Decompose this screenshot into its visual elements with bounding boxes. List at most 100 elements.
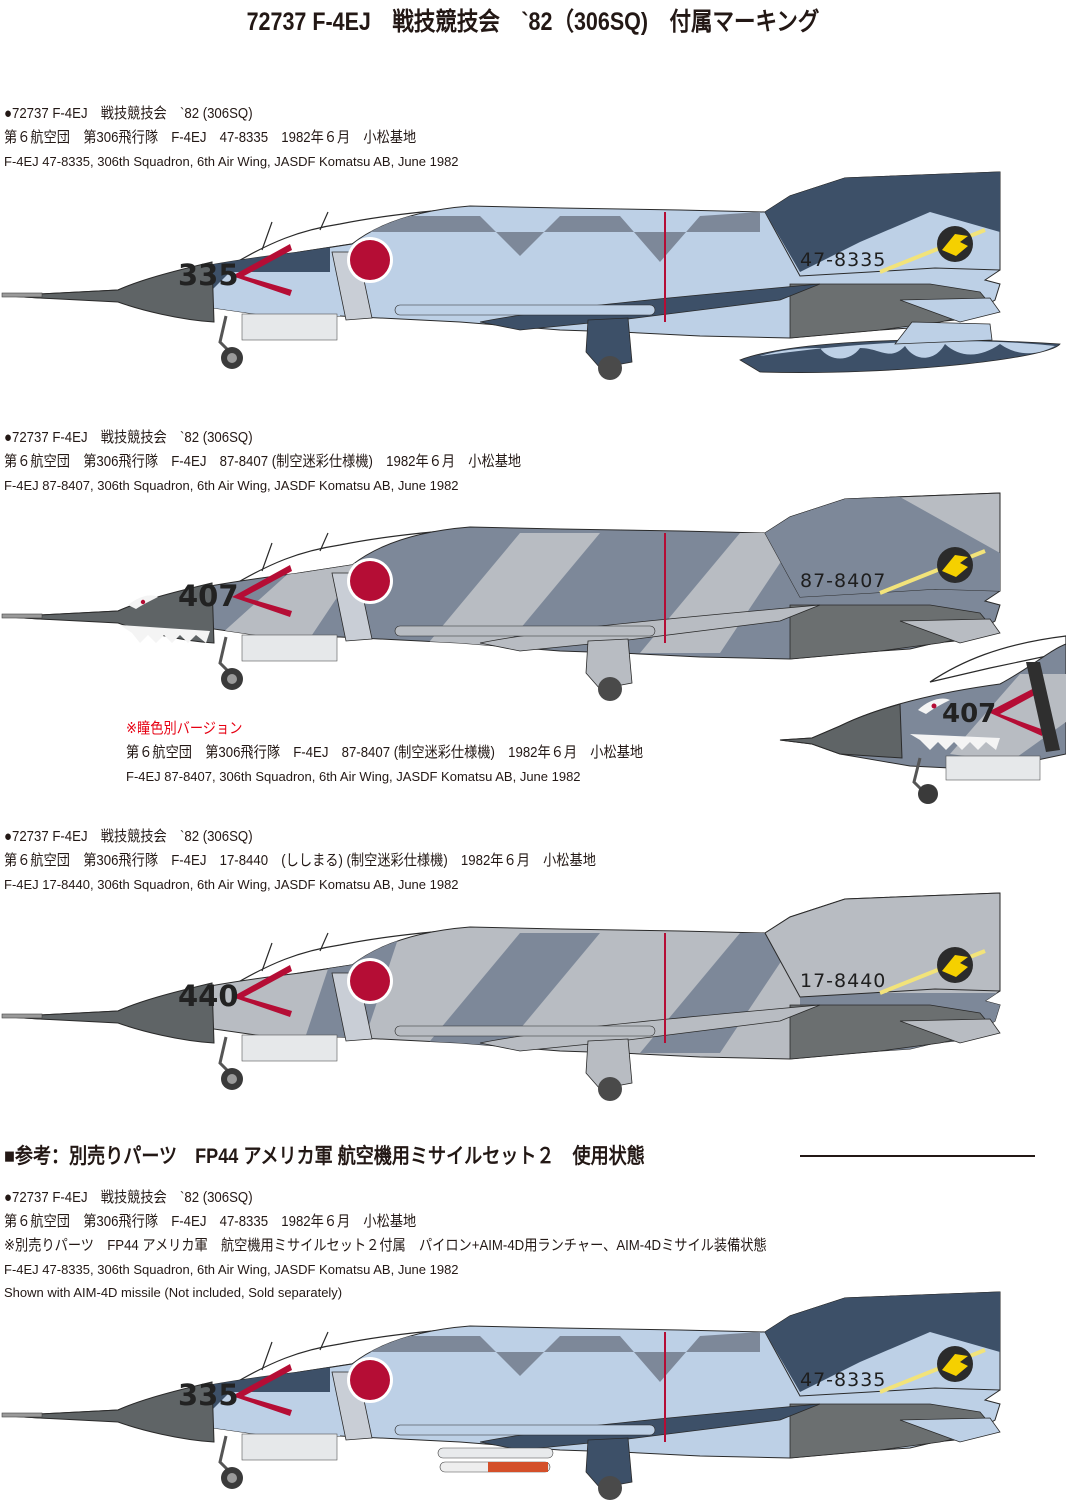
reference-heading: ■参考：別売りパーツ FP44 アメリカ軍 航空機用ミサイルセット２ 使用状態 [4, 1145, 645, 1168]
variant-note: ※瞳色別バージョン [126, 720, 243, 737]
radome [7, 261, 215, 323]
scheme-3-caption: ●72737 F-4EJ 戦技競技会 `82 (306SQ) 第６航空団 第30… [4, 825, 677, 896]
reference-note-jp: ※別売りパーツ FP44 アメリカ軍 航空機用ミサイルセット２付属 パイロン+A… [4, 1237, 767, 1254]
canopy-frame [261, 1331, 329, 1371]
radome [7, 982, 215, 1044]
nose-chevron [232, 1364, 292, 1416]
tail-number: 87-8407 [800, 570, 886, 592]
scheme-1-caption: ●72737 F-4EJ 戦技競技会 `82 (306SQ) 第６航空団 第30… [4, 102, 472, 173]
scheme-unit-jp: 第６航空団 第306飛行隊 F-4EJ 47-8335 1982年６月 小松基地 [4, 129, 417, 146]
canopy [929, 635, 1066, 683]
nose-chevron [232, 965, 292, 1017]
gun-pod-panel [241, 1433, 338, 1461]
scheme-unit-jp: 第６航空団 第306飛行隊 F-4EJ 17-8440 (ししまる) (制空迷彩… [4, 852, 596, 869]
scheme-caption-en: F-4EJ 87-8407, 306th Squadron, 6th Air W… [126, 769, 581, 784]
tail-number: 47-8335 [800, 249, 886, 271]
plane-body: 407 87-8407 [1, 492, 1001, 701]
hinomaru [350, 1360, 390, 1400]
aircraft-47-8335: 335 47-8335 [1, 171, 1061, 380]
nose-wheel [918, 784, 938, 804]
reference-caption: ●72737 F-4EJ 戦技競技会 `82 (306SQ) 第６航空団 第30… [4, 1186, 871, 1304]
scheme-header: ●72737 F-4EJ 戦技競技会 `82 (306SQ) [4, 828, 253, 845]
pitot-tube [1, 1412, 43, 1418]
pitot-tube [1, 292, 43, 298]
boarding-ladder [1026, 662, 1060, 752]
aircraft-17-8440: 440 17-8440 [1, 892, 1001, 1101]
hinomaru [350, 561, 390, 601]
canopy-frame [261, 932, 329, 972]
scheme-unit-jp: 第６航空団 第306飛行隊 F-4EJ 87-8407 (制空迷彩仕様機) 19… [4, 453, 522, 470]
nose-chevron [988, 684, 1044, 736]
camo-patch [330, 1332, 760, 1382]
tail-camo [765, 1292, 1000, 1392]
eagle-emblem-icon [942, 1354, 968, 1376]
scheme-header: ●72737 F-4EJ 戦技競技会 `82 (306SQ) [4, 1189, 253, 1206]
nose-wheel-hub [227, 1473, 237, 1483]
aircraft-87-8407: 407 87-8407 [1, 492, 1001, 701]
pitot-tube [1, 613, 43, 619]
nose-number: 440 [178, 979, 239, 1013]
nose-number: 407 [178, 579, 239, 613]
scheme-caption-en: F-4EJ 87-8407, 306th Squadron, 6th Air W… [4, 478, 459, 493]
nose-wheel-hub [227, 353, 237, 363]
nose-wheel-hub [227, 674, 237, 684]
radome [7, 1381, 215, 1443]
scheme-caption-en: F-4EJ 47-8335, 306th Squadron, 6th Air W… [4, 1262, 459, 1277]
pitot-tube [1, 1013, 43, 1019]
shark-teeth [120, 625, 210, 643]
scheme-caption-en-2: Shown with AIM-4D missile (Not included,… [4, 1285, 343, 1300]
eagle-emblem-icon [942, 234, 968, 256]
scheme-header: ●72737 F-4EJ 戦技競技会 `82 (306SQ) [4, 429, 253, 446]
heading-rule [800, 1155, 1035, 1157]
plane-body: 335 47-8335 [1, 1291, 1001, 1500]
tail-number: 17-8440 [800, 970, 886, 992]
scheme-header: ●72737 F-4EJ 戦技競技会 `82 (306SQ) [4, 105, 253, 122]
canopy-frame [261, 532, 329, 572]
horizontal-stabilizer [899, 618, 1001, 644]
eagle-emblem-icon [942, 955, 968, 977]
wing-pod [394, 625, 656, 637]
gun-pod-panel [945, 755, 1041, 781]
scheme-variant-caption: ※瞳色別バージョン 第６航空団 第306飛行隊 F-4EJ 87-8407 (制… [126, 717, 714, 788]
shark-eye-pupil [931, 703, 937, 709]
eagle-emblem-icon [942, 555, 968, 577]
main-wheel [598, 356, 622, 380]
wing-pod [394, 304, 656, 316]
camo-patch [330, 212, 760, 262]
camo-patch [420, 533, 600, 653]
nose-number: 335 [178, 258, 239, 292]
scheme-caption-en: F-4EJ 47-8335, 306th Squadron, 6th Air W… [4, 154, 459, 169]
gun-pod-panel [241, 1034, 338, 1062]
aim4d-warhead-band [488, 1462, 548, 1472]
tail-camo [765, 172, 1000, 272]
aircraft-47-8335-aim4d: 335 47-8335 [1, 1291, 1001, 1500]
shark-teeth [910, 734, 1000, 750]
shark-eye-pupil [140, 599, 146, 605]
horizontal-stabilizer [899, 1018, 1001, 1044]
scheme-unit-jp: 第６航空団 第306飛行隊 F-4EJ 87-8407 (制空迷彩仕様機) 19… [126, 744, 644, 761]
canopy-frame [261, 211, 329, 251]
hinomaru [350, 961, 390, 1001]
aim4d-launcher [437, 1447, 554, 1459]
drop-tank-pylon [894, 321, 993, 345]
nose-chevron [232, 565, 292, 617]
scheme-unit-jp: 第６航空団 第306飛行隊 F-4EJ 47-8335 1982年６月 小松基地 [4, 1213, 417, 1230]
horizontal-stabilizer [899, 297, 1001, 323]
scheme-2-caption: ●72737 F-4EJ 戦技競技会 `82 (306SQ) 第６航空団 第30… [4, 426, 592, 497]
hinomaru [350, 240, 390, 280]
main-wheel [598, 1077, 622, 1101]
nose-number: 335 [178, 1378, 239, 1412]
plane-body: 440 17-8440 [1, 892, 1001, 1101]
camo-patch [420, 933, 600, 1053]
nose-number: 407 [942, 699, 996, 729]
tail-number: 47-8335 [800, 1369, 886, 1391]
main-wheel [598, 677, 622, 701]
gun-pod-panel [241, 634, 338, 662]
page-title: 72737 F-4EJ 戦技競技会 `82（306SQ) 付属マーキング [246, 8, 820, 36]
drop-tank-wave [760, 341, 1055, 359]
gun-pod-panel [241, 313, 338, 341]
aircraft-nose-variant: 407 [779, 635, 1066, 804]
scheme-caption-en: F-4EJ 17-8440, 306th Squadron, 6th Air W… [4, 877, 459, 892]
horizontal-stabilizer [899, 1417, 1001, 1443]
nose-wheel-hub [227, 1074, 237, 1084]
